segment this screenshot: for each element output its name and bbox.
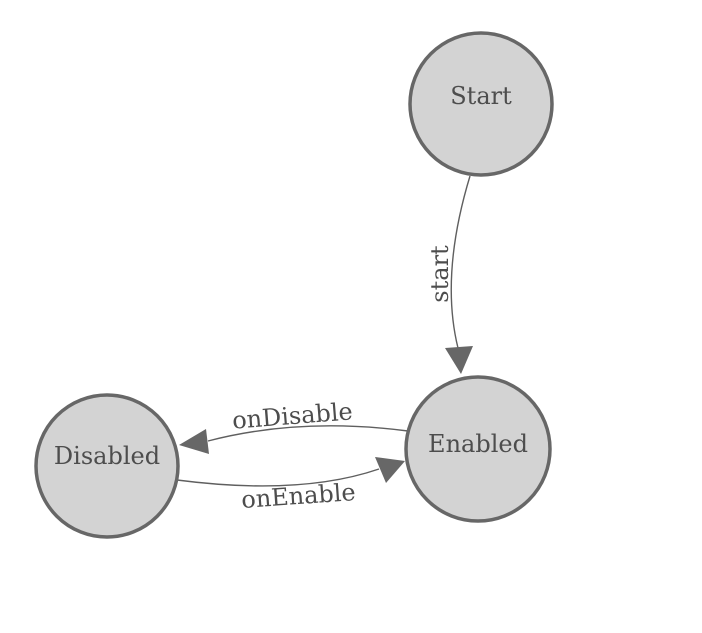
node-enabled-label: Enabled (428, 430, 528, 458)
edge-label-onenable: onEnable (240, 478, 356, 514)
arrowhead-left-icon (179, 429, 209, 454)
node-start-circle (408, 31, 554, 177)
edge-label-ondisable: onDisable (231, 397, 354, 434)
edge-line-disabled-to-enabled (176, 468, 380, 487)
node-disabled: Disabled (34, 393, 180, 539)
node-enabled: Enabled (404, 375, 552, 523)
arrowhead-down-icon (445, 346, 473, 374)
node-start-label: Start (450, 82, 512, 110)
edge-line-start-to-enabled (450, 175, 471, 349)
node-enabled-circle (404, 375, 552, 523)
edge-enabled-to-disabled: onDisable (179, 397, 409, 454)
node-start: Start (408, 31, 554, 177)
arrowhead-right-icon (375, 457, 405, 483)
node-disabled-circle (34, 393, 180, 539)
edge-start-to-enabled: start (426, 175, 473, 374)
edge-disabled-to-enabled: onEnable (176, 457, 405, 514)
edge-line-enabled-to-disabled (207, 425, 409, 442)
node-disabled-label: Disabled (54, 442, 160, 470)
edge-label-start: start (426, 245, 454, 303)
